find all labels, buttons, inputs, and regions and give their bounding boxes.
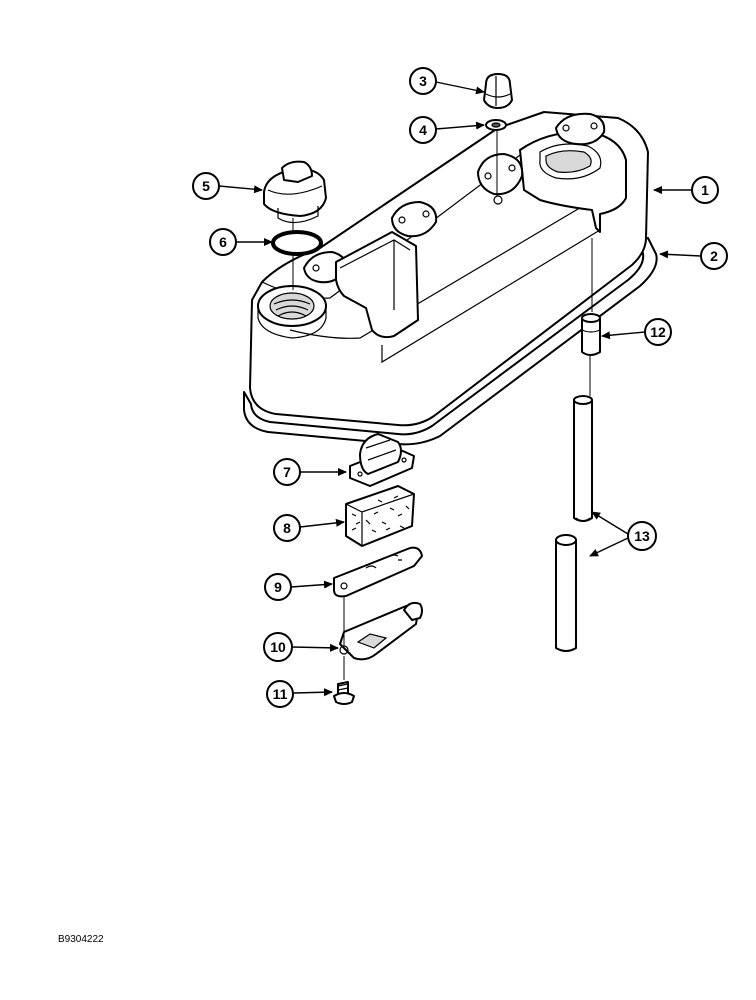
callout-5: 5 <box>192 172 220 200</box>
callout-1: 1 <box>691 176 719 204</box>
breather-hose-lower <box>555 534 577 652</box>
callout-2-label: 2 <box>710 248 718 264</box>
callout-1-label: 1 <box>701 182 709 198</box>
callout-6: 6 <box>209 228 237 256</box>
o-ring <box>271 230 323 256</box>
callout-3: 3 <box>409 67 437 95</box>
valve-cover <box>249 111 649 427</box>
breather-housing <box>349 433 415 487</box>
callout-4-label: 4 <box>419 122 427 138</box>
callout-11-label: 11 <box>273 686 288 702</box>
callout-7-label: 7 <box>283 464 291 480</box>
washer <box>485 119 507 131</box>
callout-7: 7 <box>273 458 301 486</box>
callout-4: 4 <box>409 116 437 144</box>
callout-12: 12 <box>644 318 672 346</box>
figure-code: B9304222 <box>58 934 104 945</box>
callout-13: 13 <box>627 521 657 551</box>
callout-10: 10 <box>263 632 293 662</box>
baffle-plate <box>333 546 423 598</box>
callout-2: 2 <box>700 242 728 270</box>
cover-plate <box>339 601 423 661</box>
callout-10-label: 10 <box>270 639 286 655</box>
hose-fitting <box>581 313 601 356</box>
screw <box>333 681 355 705</box>
callout-8-label: 8 <box>283 520 291 536</box>
leader-lines <box>218 81 702 697</box>
breather-element <box>345 485 415 547</box>
breather-hose-upper <box>573 395 593 522</box>
oil-filler-cap <box>263 160 327 224</box>
callout-11: 11 <box>266 680 294 708</box>
callout-3-label: 3 <box>419 73 427 89</box>
callout-5-label: 5 <box>202 178 210 194</box>
callout-8: 8 <box>273 514 301 542</box>
callout-9: 9 <box>264 573 292 601</box>
callout-13-label: 13 <box>634 528 650 544</box>
callout-12-label: 12 <box>650 324 666 340</box>
callout-6-label: 6 <box>219 234 227 250</box>
cap-nut <box>483 73 513 109</box>
callout-9-label: 9 <box>274 579 282 595</box>
